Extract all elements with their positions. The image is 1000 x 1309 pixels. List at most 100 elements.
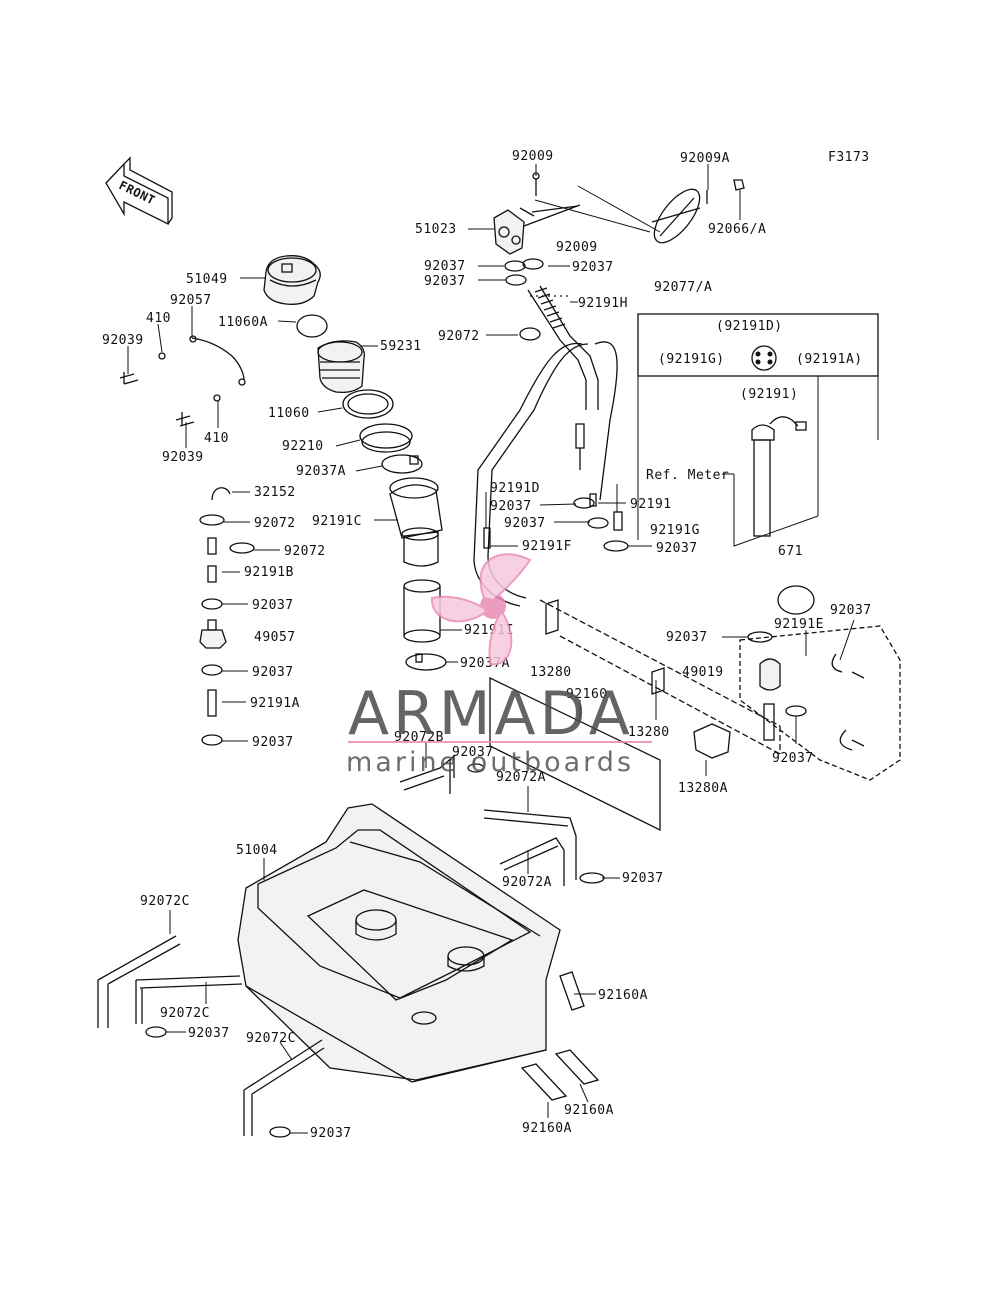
hose-92191H [527,285,599,470]
label-51023: 51023 [415,222,457,237]
label-92037-b: 92037 [572,260,614,275]
fuel-cap-51049 [263,255,321,305]
label-92037-f: 92037 [252,735,294,750]
label-92191H: 92191H [578,296,628,311]
label-92039-a: 92039 [102,333,144,348]
ref-92191G: (92191G) [658,352,725,367]
hose-92191I [403,579,441,643]
label-92160: 92160 [566,687,608,702]
bracket-92077A [534,179,745,244]
watermark-subtitle: marine outboards [346,747,634,778]
label-92037-o: 92037 [188,1026,230,1041]
label-13280-a: 13280 [530,665,572,680]
label-92057: 92057 [170,293,212,308]
label-92072-b: 92072 [254,516,296,531]
label-92191D: 92191D [490,481,540,496]
front-arrow-icon: FRONT [105,156,173,226]
seal-11060 [342,389,394,419]
label-92037-c: 92037 [424,274,466,289]
label-92191B: 92191B [244,565,294,580]
bands-92072 [399,754,605,886]
label-92037-d: 92037 [252,598,294,613]
label-92191F: 92191F [522,539,572,554]
label-92037-e: 92037 [252,665,294,680]
label-92037A-a: 92037A [296,464,346,479]
straps-92072C [97,935,325,1138]
clamp-92037A-top [381,454,423,474]
ref-92191D: (92191D) [716,319,783,334]
meter-sender-671 [637,313,879,547]
seal-11060-inner [347,393,389,415]
watermark-logo: ARMADA marine outboards [346,553,652,778]
label-410-b: 410 [204,431,229,446]
label-59231: 59231 [380,339,422,354]
ref-meter: Ref. Meter [646,468,729,483]
tether-92057 [119,335,246,427]
label-49019: 49019 [682,665,724,680]
label-92191C: 92191C [312,514,362,529]
neck-59231 [317,340,365,394]
label-92009-mid: 92009 [556,240,598,255]
clamp-92210 [359,423,413,453]
label-92191E: 92191E [774,617,824,632]
label-92191A: 92191A [250,696,300,711]
label-671: 671 [778,544,803,559]
o-rings-92037-top [504,258,544,286]
label-92037-p: 92037 [310,1126,352,1141]
label-49057: 49057 [254,630,296,645]
label-92037-i: 92037 [656,541,698,556]
fitting-51023 [493,172,581,255]
label-92039-b: 92039 [162,450,204,465]
label-51049: 51049 [186,272,228,287]
label-92009-top: 92009 [512,149,554,164]
label-92160A-b: 92160A [564,1103,614,1118]
label-11060: 11060 [268,406,310,421]
label-92037-j: 92037 [830,603,872,618]
label-92072A-b: 92072A [502,875,552,890]
watermark-title: ARMADA [348,679,634,749]
label-92077A: 92077/A [654,280,712,295]
label-32152: 32152 [254,485,296,500]
label-92072C-b: 92072C [160,1006,210,1021]
label-92072C-c: 92072C [246,1031,296,1046]
clamp-92037A-bottom [405,653,447,671]
label-92072-a: 92072 [438,329,480,344]
label-51004: 51004 [236,843,278,858]
mid-hoses [483,493,629,552]
label-410-a: 410 [146,311,171,326]
seal-11060A [296,314,328,338]
label-13280-b: 13280 [628,725,670,740]
label-92037-m: 92037 [452,745,494,760]
label-92037-a: 92037 [424,259,466,274]
label-92160A-a: 92160A [598,988,648,1003]
label-92072C-a: 92072C [140,894,190,909]
clip-92072 [519,327,541,341]
fuel-tank-51004 [237,803,561,1083]
label-92037-n: 92037 [622,871,664,886]
label-92210: 92210 [282,439,324,454]
ref-92191A: (92191A) [796,352,863,367]
label-92072-c: 92072 [284,544,326,559]
pads-92160A [520,971,600,1101]
left-hose-stack [199,487,255,746]
label-92009A: 92009A [680,151,730,166]
duct-49019 [739,585,901,781]
label-92066A: 92066/A [708,222,766,237]
label-92037-g: 92037 [490,499,532,514]
label-92037-l: 92037 [772,751,814,766]
plate-92160 [489,676,661,832]
leader-lines [127,164,855,1134]
ref-92191: (92191) [740,387,798,402]
label-92160A-c: 92160A [522,1121,572,1136]
label-92072A-a: 92072A [496,770,546,785]
figure-code: F3173 [828,150,870,165]
label-13280A: 13280A [678,781,728,796]
label-92191G: 92191G [650,523,700,538]
filler-hose-92191C [389,477,443,567]
label-92191: 92191 [630,497,672,512]
propeller-icon [430,553,532,666]
label-92037-h: 92037 [504,516,546,531]
label-92037-k: 92037 [666,630,708,645]
label-11060A: 11060A [218,315,268,330]
